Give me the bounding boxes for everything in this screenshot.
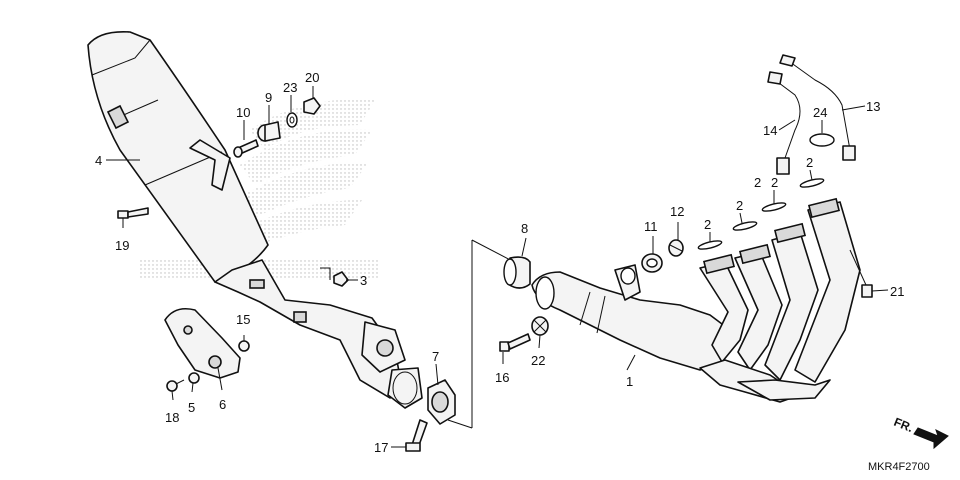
callout-6: 6: [219, 397, 226, 412]
callout-4: 4: [95, 153, 102, 168]
diagram-code: MKR4F2700: [868, 461, 930, 473]
bolt-16[interactable]: [499, 333, 531, 352]
callout-22: 22: [531, 353, 545, 368]
callout-7: 7: [432, 349, 439, 364]
callout-19: 19: [115, 238, 129, 253]
callout-17: 17: [374, 440, 388, 455]
callout-18: 18: [165, 410, 179, 425]
callout-11: 11: [644, 219, 658, 234]
callout-10: 10: [236, 105, 250, 120]
guard-22[interactable]: [531, 316, 549, 336]
callout-21: 21: [890, 284, 904, 299]
callout-5: 5: [188, 400, 195, 415]
washer-15[interactable]: [238, 340, 250, 352]
callout-16: 16: [495, 370, 509, 385]
nut-20[interactable]: [303, 97, 321, 115]
callout-2d: 2: [754, 175, 761, 190]
plug-12[interactable]: [668, 239, 684, 257]
callout-1: 1: [626, 374, 633, 389]
o2-sensor-13[interactable]: [779, 54, 856, 161]
bolt-17[interactable]: [405, 419, 428, 452]
muffler-assembly[interactable]: [87, 30, 423, 409]
callout-12: 12: [670, 204, 684, 219]
callout-3: 3: [360, 273, 367, 288]
front-direction-indicator: FR.: [892, 415, 949, 450]
grommet-11[interactable]: [641, 253, 663, 273]
callout-15: 15: [236, 312, 250, 327]
callout-9: 9: [265, 90, 272, 105]
clip-24[interactable]: [809, 133, 835, 147]
bolt-18[interactable]: [166, 379, 185, 392]
callout-20: 20: [305, 70, 319, 85]
leader-lines: [106, 86, 889, 448]
nut-5[interactable]: [188, 372, 200, 384]
bolt-19[interactable]: [117, 207, 149, 219]
front-arrow-icon: [913, 427, 949, 450]
callout-14: 14: [763, 123, 777, 138]
callout-13: 13: [866, 99, 880, 114]
front-indicator-label: FR.: [892, 415, 915, 435]
callout-2c: 2: [771, 175, 778, 190]
nut-3[interactable]: [333, 271, 349, 287]
callout-2b: 2: [736, 198, 743, 213]
callout-labels: 1 2 2 2 2 2 3 4 5 6 7 8 9 10 11 12 13 14…: [95, 70, 904, 455]
clamp-7[interactable]: [427, 379, 456, 425]
callout-8: 8: [521, 221, 528, 236]
exhaust-pipe-assembly[interactable]: [531, 197, 861, 403]
callout-2e: 2: [806, 155, 813, 170]
collar-9[interactable]: [257, 121, 281, 142]
gasket-8[interactable]: [503, 256, 531, 289]
washer-23[interactable]: [286, 112, 298, 128]
bolt-10[interactable]: [233, 139, 259, 158]
o2-sensor-14[interactable]: [767, 71, 801, 175]
callout-24: 24: [813, 105, 827, 120]
callout-2a: 2: [704, 217, 711, 232]
header-gaskets[interactable]: [697, 177, 825, 251]
callout-23: 23: [283, 80, 297, 95]
heat-shield[interactable]: [164, 307, 241, 379]
clip-21[interactable]: [861, 284, 873, 298]
